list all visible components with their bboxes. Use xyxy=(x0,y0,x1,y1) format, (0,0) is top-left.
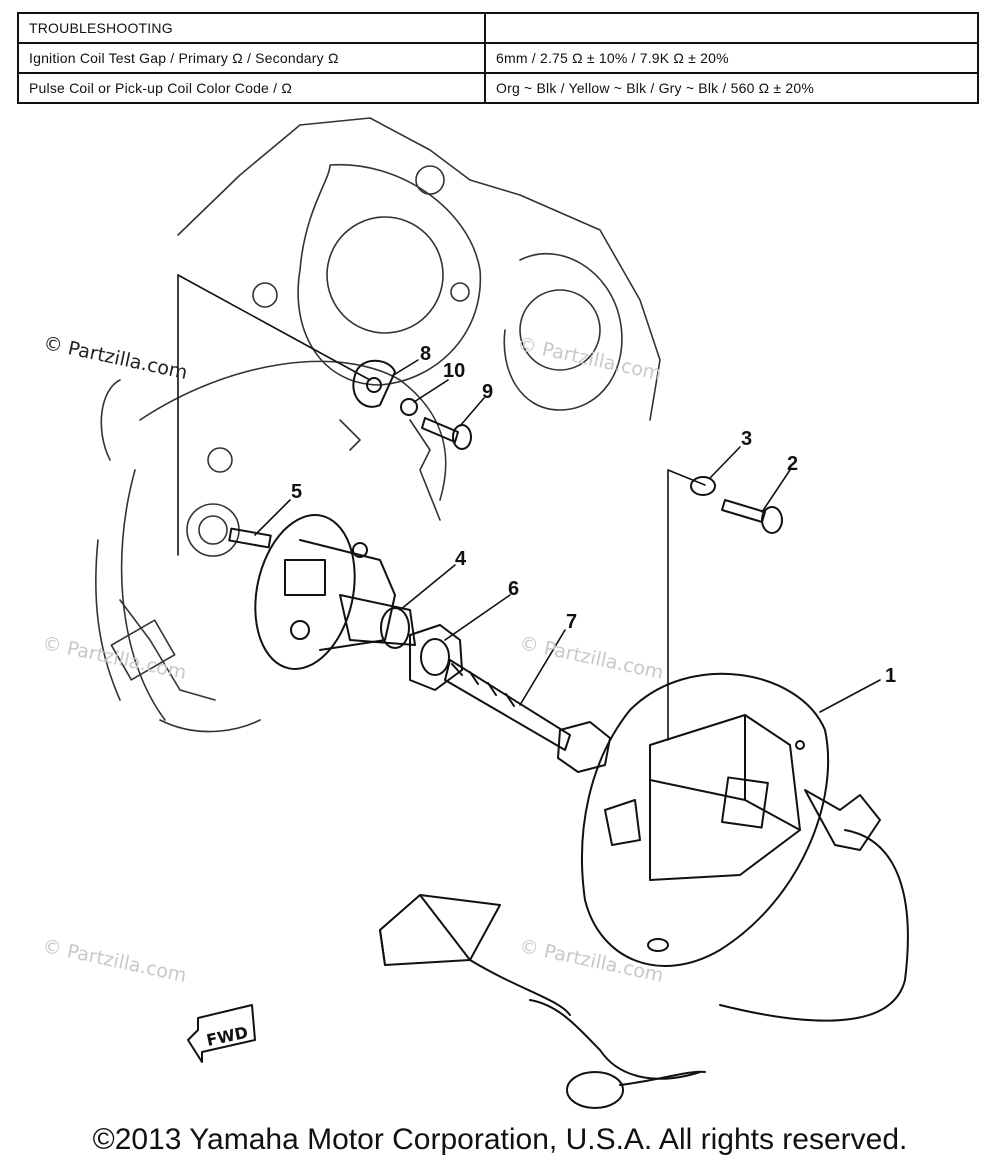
callout-8: 8 xyxy=(420,343,431,365)
callout-3: 3 xyxy=(741,428,752,450)
table-row: Pulse Coil or Pick-up Coil Color Code / … xyxy=(17,72,979,104)
part-2-screw xyxy=(721,499,783,534)
fwd-arrow: FWD xyxy=(187,1004,256,1063)
part-9-screw xyxy=(421,417,472,450)
wire-harness xyxy=(379,894,706,1109)
copyright-notice: ©2013 Yamaha Motor Corporation, U.S.A. A… xyxy=(92,1123,908,1156)
table-row: Ignition Coil Test Gap / Primary Ω / Sec… xyxy=(17,42,979,74)
table-cell-value: Org ~ Blk / Yellow ~ Blk / Gry ~ Blk / 5… xyxy=(484,72,979,104)
alignment-lines xyxy=(177,274,706,741)
callout-5: 5 xyxy=(291,481,302,503)
table-header-empty-cell xyxy=(484,12,979,44)
callout-leaders xyxy=(254,359,881,713)
table-cell-value: 6mm / 2.75 Ω ± 10% / 7.9K Ω ± 20% xyxy=(484,42,979,74)
table-row: TROUBLESHOOTING xyxy=(17,12,979,44)
troubleshooting-table: TROUBLESHOOTING Ignition Coil Test Gap /… xyxy=(17,12,979,104)
table-header-cell: TROUBLESHOOTING xyxy=(17,12,486,44)
callout-9: 9 xyxy=(482,381,493,403)
ignition-exploded-diagram: FWD 1 2 3 4 5 6 7 8 9 10 xyxy=(95,117,909,1109)
part-8-plate xyxy=(352,359,396,408)
table-cell-label: Ignition Coil Test Gap / Primary Ω / Sec… xyxy=(17,42,486,74)
callout-7: 7 xyxy=(566,611,577,633)
part-10-washer xyxy=(400,398,418,416)
part-5-key xyxy=(228,527,272,549)
callout-6: 6 xyxy=(508,578,519,600)
part-3-washer xyxy=(690,476,716,496)
part-1-stator xyxy=(581,672,909,1022)
callout-10: 10 xyxy=(443,360,465,382)
callout-1: 1 xyxy=(885,665,896,687)
callout-4: 4 xyxy=(455,548,467,570)
table-cell-label: Pulse Coil or Pick-up Coil Color Code / … xyxy=(17,72,486,104)
part-7-bolt xyxy=(444,659,611,773)
fwd-label: FWD xyxy=(205,1023,250,1050)
part-4-advancer xyxy=(254,514,416,670)
crankcase-outline xyxy=(95,117,661,733)
callout-2: 2 xyxy=(787,453,798,475)
part-6-nut xyxy=(409,624,463,691)
